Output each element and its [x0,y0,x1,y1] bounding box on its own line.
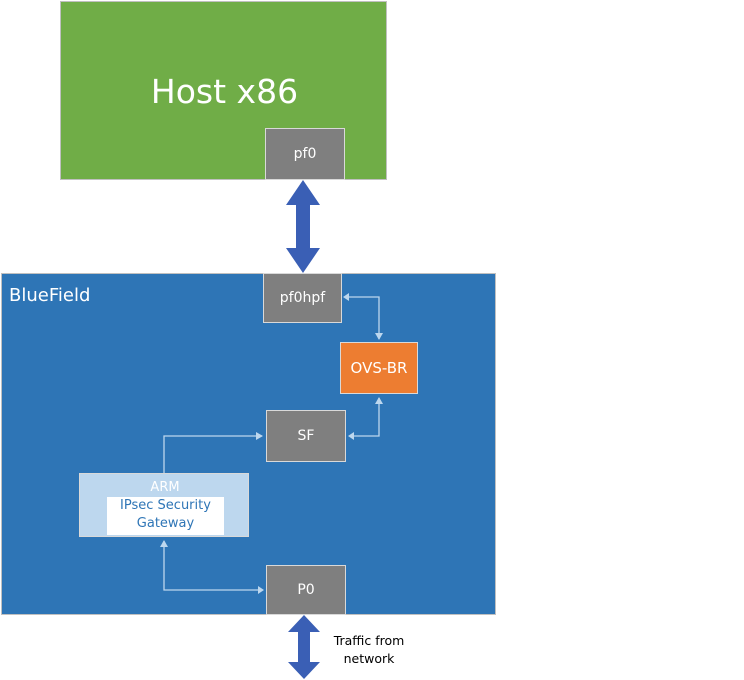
ovs-br-bridge: OVS-BR [340,342,418,394]
bluefield-title: BlueField [9,285,91,306]
ipsec-gateway-app: IPsec Security Gateway [107,497,224,535]
network-double-arrow [288,615,320,679]
pf0-port: pf0 [265,128,345,180]
pf0hpf-port: pf0hpf [263,273,342,323]
traffic-label: Traffic from network [329,632,409,668]
bluefield-box: BlueField [1,273,496,615]
traffic-line1: Traffic from [333,633,405,648]
p0-arm-link [160,540,262,591]
arm-sf-link [163,432,263,473]
ipsec-line1: IPsec Security [120,498,211,513]
sf-port: SF [266,410,346,462]
ipsec-line2: Gateway [136,516,195,531]
host-link-double-arrow [286,180,320,273]
host-title: Host x86 [150,72,299,111]
pf0hpf-ovs-link [345,296,383,340]
arm-label: ARM [150,480,180,495]
p0-port: P0 [266,565,346,615]
host-x86-box: Host x86 pf0 [60,1,387,180]
sf-ovs-link [350,397,383,437]
traffic-line2: network [343,651,395,666]
arm-block: ARM IPsec Security Gateway [79,473,249,537]
